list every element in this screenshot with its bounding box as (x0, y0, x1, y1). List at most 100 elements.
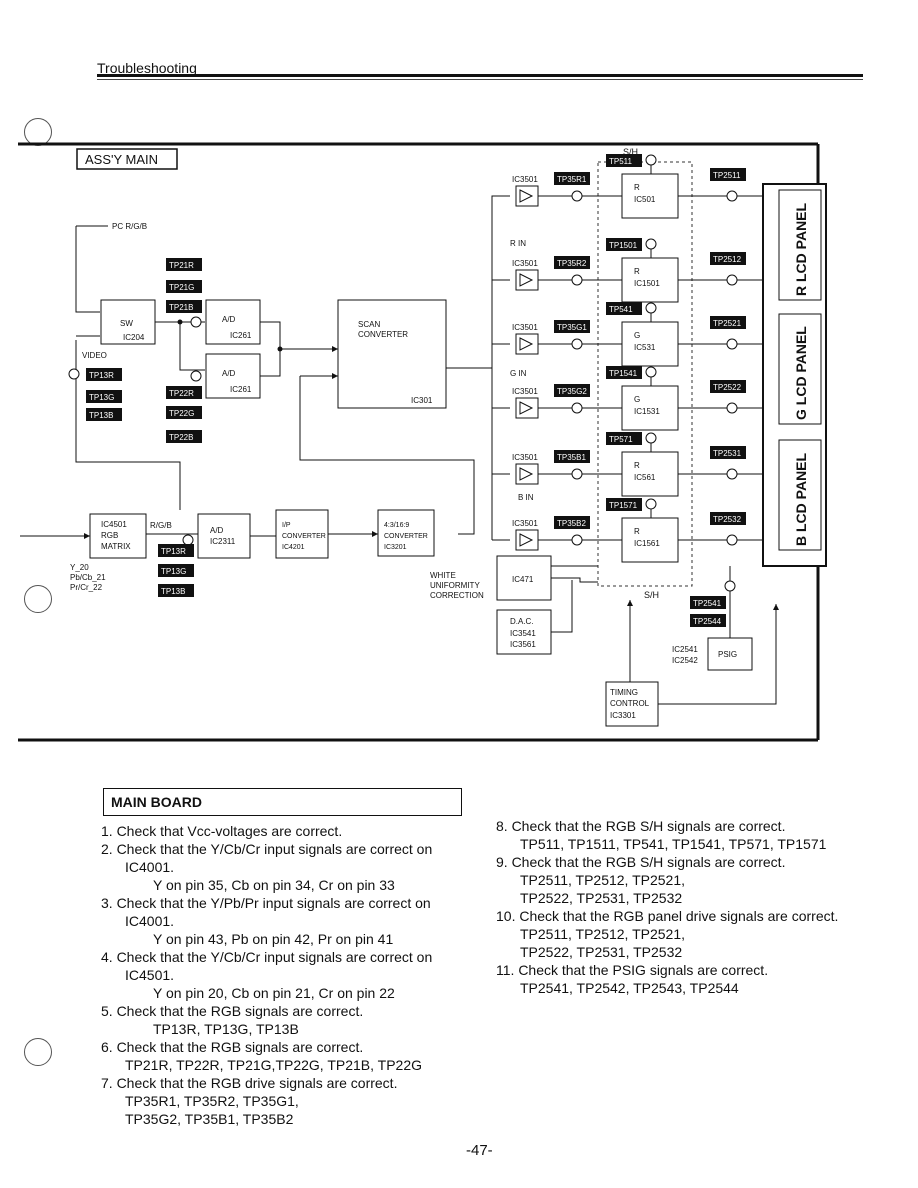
ic3501-label: IC3501 (512, 519, 538, 528)
conv43-label-2: CONVERTER (384, 533, 428, 540)
tp-in-5: TP35B2 (557, 519, 586, 528)
scan-converter-label-2: CONVERTER (358, 330, 408, 339)
amplifier-icon (519, 273, 534, 287)
white-uniformity-1: WHITE (430, 571, 456, 580)
sw-label: SW (120, 319, 133, 328)
tp-sh-5-bg (606, 498, 642, 511)
tp-sh-0: TP511 (609, 157, 633, 166)
tp-in-3: TP35G2 (557, 387, 587, 396)
checklist-line: Y on pin 43, Pb on pin 42, Pr on pin 41 (153, 931, 394, 947)
tp-out-1: TP2512 (713, 255, 742, 264)
checklist-line: 5. Check that the RGB signals are correc… (101, 1003, 364, 1019)
test-point-icon (645, 498, 657, 510)
sh-color-label: R (634, 527, 640, 536)
sh-color-label: R (634, 183, 640, 192)
tp-bottom-2: TP13B (161, 587, 185, 596)
tp-out-3: TP2522 (713, 383, 742, 392)
tp-in-1: TP35R2 (557, 259, 587, 268)
header-rule (97, 74, 863, 77)
ad3-label: A/D (210, 526, 224, 535)
tp-out-5-bg (710, 512, 746, 525)
test-point-icon (726, 338, 738, 350)
timing-label-1: TIMING (610, 688, 638, 697)
tp-bottom-2-bg (158, 584, 194, 597)
ad3-ic: IC2311 (210, 537, 236, 546)
sh-ic-label: IC501 (634, 195, 656, 204)
sh-ic-label: IC531 (634, 343, 656, 352)
white-uniformity-2: UNIFORMITY (430, 581, 480, 590)
test-point-icon (645, 432, 657, 444)
psig-ic-1: IC2541 (672, 645, 698, 654)
dac-label: D.A.C. (510, 617, 534, 626)
ad2-label: A/D (222, 369, 236, 378)
test-point-icon (726, 468, 738, 480)
g-in-label: G IN (510, 369, 527, 378)
checklist-line: TP35R1, TP35R2, TP35G1, (125, 1093, 299, 1109)
tp-in-0: TP35R1 (557, 175, 587, 184)
tp-sh-1: TP1501 (609, 241, 638, 250)
tp-out-5: TP2532 (713, 515, 742, 524)
punch-hole-icon (24, 585, 52, 613)
tp-out-4: TP2531 (713, 449, 742, 458)
ad1-ic: IC261 (230, 331, 252, 340)
ip-label: I/P (282, 522, 291, 529)
tp-psig-0-bg (690, 596, 726, 609)
r-lcd-panel-label: R LCD PANEL (793, 202, 809, 296)
r-in-label: R IN (510, 239, 526, 248)
tp-in-1-bg (554, 256, 590, 269)
sh-color-label: R (634, 461, 640, 470)
pr-input-label: Pr/Cr_22 (70, 583, 103, 592)
checklist-line: 3. Check that the Y/Pb/Pr input signals … (101, 895, 431, 911)
amplifier-icon (519, 189, 534, 203)
test-point-icon (571, 402, 583, 414)
tp-bottom-1: TP13G (161, 567, 186, 576)
ic471-label: IC471 (512, 575, 534, 584)
tp-left-0: TP21R (169, 261, 194, 270)
scan-converter-ic: IC301 (411, 396, 433, 405)
tp-out-3-bg (710, 380, 746, 393)
test-point-icon (571, 338, 583, 350)
pb-input-label: Pb/Cb_21 (70, 573, 106, 582)
checklist-line: TP2511, TP2512, TP2521, (520, 926, 686, 942)
tp-sh-4: TP571 (609, 435, 633, 444)
sw-ic: IC204 (123, 333, 145, 342)
test-point-icon (726, 190, 738, 202)
test-point-icon (726, 402, 738, 414)
tp-sh-0-bg (606, 154, 642, 167)
sh-ic-label: IC561 (634, 473, 656, 482)
tp-out-2: TP2521 (713, 319, 742, 328)
ic3501-label: IC3501 (512, 453, 538, 462)
tp-left-4: TP13G (89, 393, 114, 402)
tp-bottom-0: TP13R (161, 547, 186, 556)
page-header-title: Troubleshooting (97, 60, 197, 76)
ic3501-label: IC3501 (512, 259, 538, 268)
ip-ic: IC4201 (282, 544, 305, 551)
psig-label: PSIG (718, 650, 737, 659)
tp-out-4-bg (710, 446, 746, 459)
checklist-line: 2. Check that the Y/Cb/Cr input signals … (101, 841, 433, 857)
checklist-left: 1. Check that Vcc-voltages are correct. 2… (101, 822, 432, 1128)
tp-left-1-bg (166, 280, 202, 293)
amplifier-icon (519, 401, 534, 415)
checklist-line: IC4001. (125, 859, 175, 875)
checklist-line: 9. Check that the RGB S/H signals are co… (496, 854, 786, 870)
header-rule-thin (97, 79, 863, 80)
timing-ic: IC3301 (610, 711, 636, 720)
tp-sh-2-bg (606, 302, 642, 315)
checklist-line: 1. Check that Vcc-voltages are correct. (101, 823, 343, 839)
g-lcd-panel-label: G LCD PANEL (793, 326, 809, 420)
checklist-line: IC4501. (125, 967, 175, 983)
tp-sh-5: TP1571 (609, 501, 638, 510)
test-point-icon (571, 274, 583, 286)
checklist-line: TP35G2, TP35B1, TP35B2 (125, 1111, 294, 1127)
test-point-icon (571, 468, 583, 480)
test-point-icon (726, 274, 738, 286)
ad2-ic: IC261 (230, 385, 252, 394)
scan-converter-label-1: SCAN (358, 320, 380, 329)
tp-out-0-bg (710, 168, 746, 181)
tp-left-7-bg (166, 406, 202, 419)
checklist-line: 6. Check that the RGB signals are correc… (101, 1039, 364, 1055)
tp-psig-1: TP2544 (693, 617, 722, 626)
sh-ic-label: IC1561 (634, 539, 660, 548)
tp-left-8: TP22B (169, 433, 193, 442)
